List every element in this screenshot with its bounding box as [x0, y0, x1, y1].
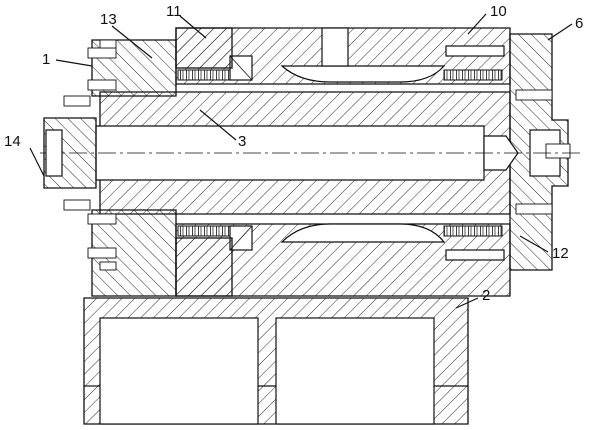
- front-nose-part-14: [43, 39, 117, 271]
- bearing-ring-cross-top: [229, 55, 253, 81]
- bolt-hole-top-right: [445, 45, 505, 57]
- leader-3: [199, 109, 237, 141]
- callout-11: 11: [166, 3, 182, 20]
- leader-14: [29, 147, 45, 177]
- callout-12: 12: [552, 245, 569, 262]
- leader-1: [55, 59, 93, 67]
- leader-10: [467, 13, 487, 35]
- callouts: 13 11 10 6 1 14 3 12 2: [4, 3, 583, 309]
- front-bolt-5: [87, 213, 117, 225]
- leader-11: [179, 15, 207, 39]
- chuck-bolt-2: [63, 199, 91, 211]
- bearing-left-bottom: [177, 225, 231, 237]
- coolant-groove-top: [280, 65, 446, 83]
- leader-2: [455, 297, 479, 309]
- chuck-bolt-1: [63, 95, 91, 107]
- callout-6: 6: [575, 15, 583, 32]
- callout-10: 10: [490, 3, 507, 20]
- rear-bolt-bottom: [515, 203, 553, 215]
- base-pocket-left: [99, 317, 259, 425]
- bearing-left-top: [177, 69, 231, 81]
- front-bolt-4: [87, 79, 117, 91]
- callout-14: 14: [4, 133, 21, 150]
- rear-stud: [545, 143, 571, 159]
- bolt-hole-bottom-right: [445, 249, 505, 261]
- bearing-right-top: [443, 69, 503, 81]
- base-pocket-right: [275, 317, 435, 425]
- leader-13: [111, 25, 153, 59]
- oil-port: [321, 27, 349, 67]
- callout-1: 1: [42, 51, 50, 68]
- bearing-ring-cross-bottom: [229, 225, 253, 251]
- callout-13: 13: [100, 11, 117, 28]
- callout-3: 3: [238, 133, 246, 150]
- base-part-2: [83, 297, 469, 425]
- bearing-right-bottom: [443, 225, 503, 237]
- leader-12: [519, 235, 549, 253]
- rear-cap-part-6: [509, 33, 571, 271]
- front-bolt-3: [87, 47, 117, 59]
- cover-plate-11-bottom: [175, 237, 233, 297]
- front-bolt-6: [87, 247, 117, 259]
- nose-tip: [45, 129, 63, 177]
- front-bolt-7: [99, 39, 117, 49]
- coolant-groove-bottom: [280, 223, 446, 243]
- callout-2: 2: [482, 287, 490, 304]
- rotor-shaft-part-3: [40, 91, 580, 215]
- rear-bolt-top: [515, 89, 553, 101]
- cover-plate-11-top: [175, 27, 233, 69]
- leader-6: [547, 23, 573, 41]
- front-bolt-8: [99, 261, 117, 271]
- bore-tip: [483, 135, 519, 171]
